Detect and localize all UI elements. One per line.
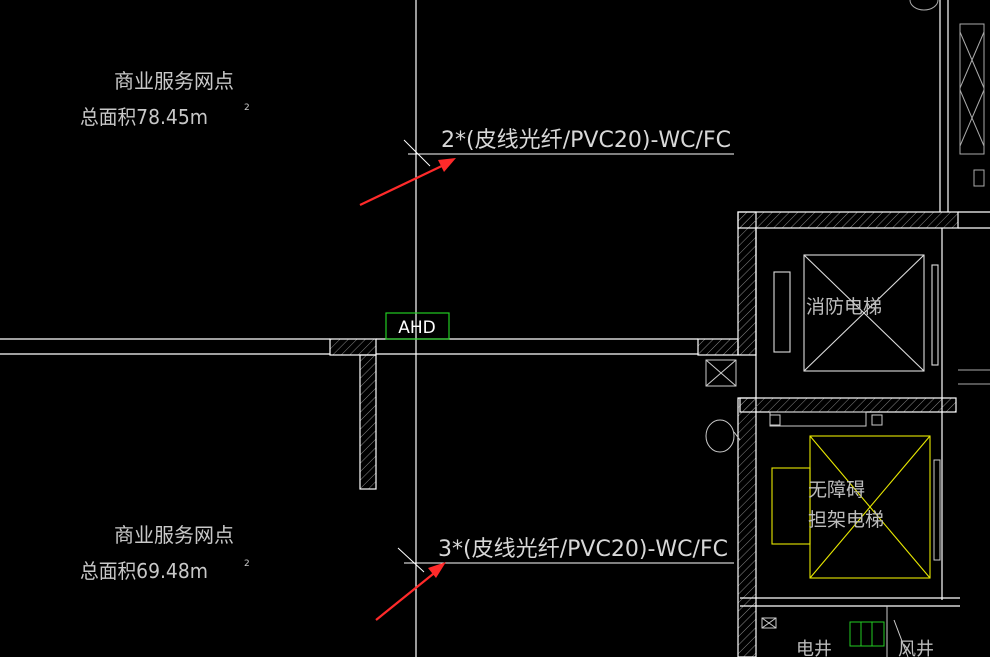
- fire-elevator-label: 消防电梯: [806, 296, 882, 318]
- arrow-head-bottom: [428, 562, 446, 578]
- stretcher-elevator-shaft: [769, 411, 941, 579]
- air-shaft-label: 风井: [898, 639, 934, 657]
- room-name-lower: 商业服务网点: [114, 523, 234, 547]
- ahd-box: AHD: [385, 312, 450, 340]
- arrow-shaft-top: [359, 163, 447, 206]
- cable-annotation-bottom: 3*(皮线光纤/PVC20)-WC/FC: [375, 537, 734, 621]
- core-walls: [697, 0, 990, 657]
- room-area-unit-upper: 2: [244, 103, 250, 113]
- stretcher-elevator-label-2: 担架电梯: [808, 509, 884, 531]
- shaft-equipment: [761, 606, 909, 657]
- arrow-shaft-bottom: [375, 569, 439, 621]
- window-element: [909, 0, 990, 385]
- floor-drain-equipment: [705, 359, 741, 453]
- ahd-label: AHD: [398, 318, 436, 338]
- room-label-upper: 商业服务网点 总面积78.45m 2: [80, 69, 250, 129]
- room-name-upper: 商业服务网点: [114, 69, 234, 93]
- room-label-lower: 商业服务网点 总面积69.48m 2: [80, 523, 250, 583]
- arrow-head-top: [438, 158, 456, 172]
- cable-label-top: 2*(皮线光纤/PVC20)-WC/FC: [441, 128, 731, 153]
- stretcher-elevator-label-1: 无障碍: [808, 479, 865, 501]
- room-area-upper: 总面积78.45m: [80, 105, 208, 129]
- electrical-shaft-label: 电井: [796, 639, 832, 657]
- cable-annotation-top: 2*(皮线光纤/PVC20)-WC/FC: [359, 128, 734, 206]
- fire-elevator-shaft: [773, 254, 939, 372]
- wall-stub: [329, 338, 377, 490]
- room-area-lower: 总面积69.48m: [80, 559, 208, 583]
- room-area-unit-lower: 2: [244, 559, 250, 569]
- cable-label-bottom: 3*(皮线光纤/PVC20)-WC/FC: [438, 537, 728, 562]
